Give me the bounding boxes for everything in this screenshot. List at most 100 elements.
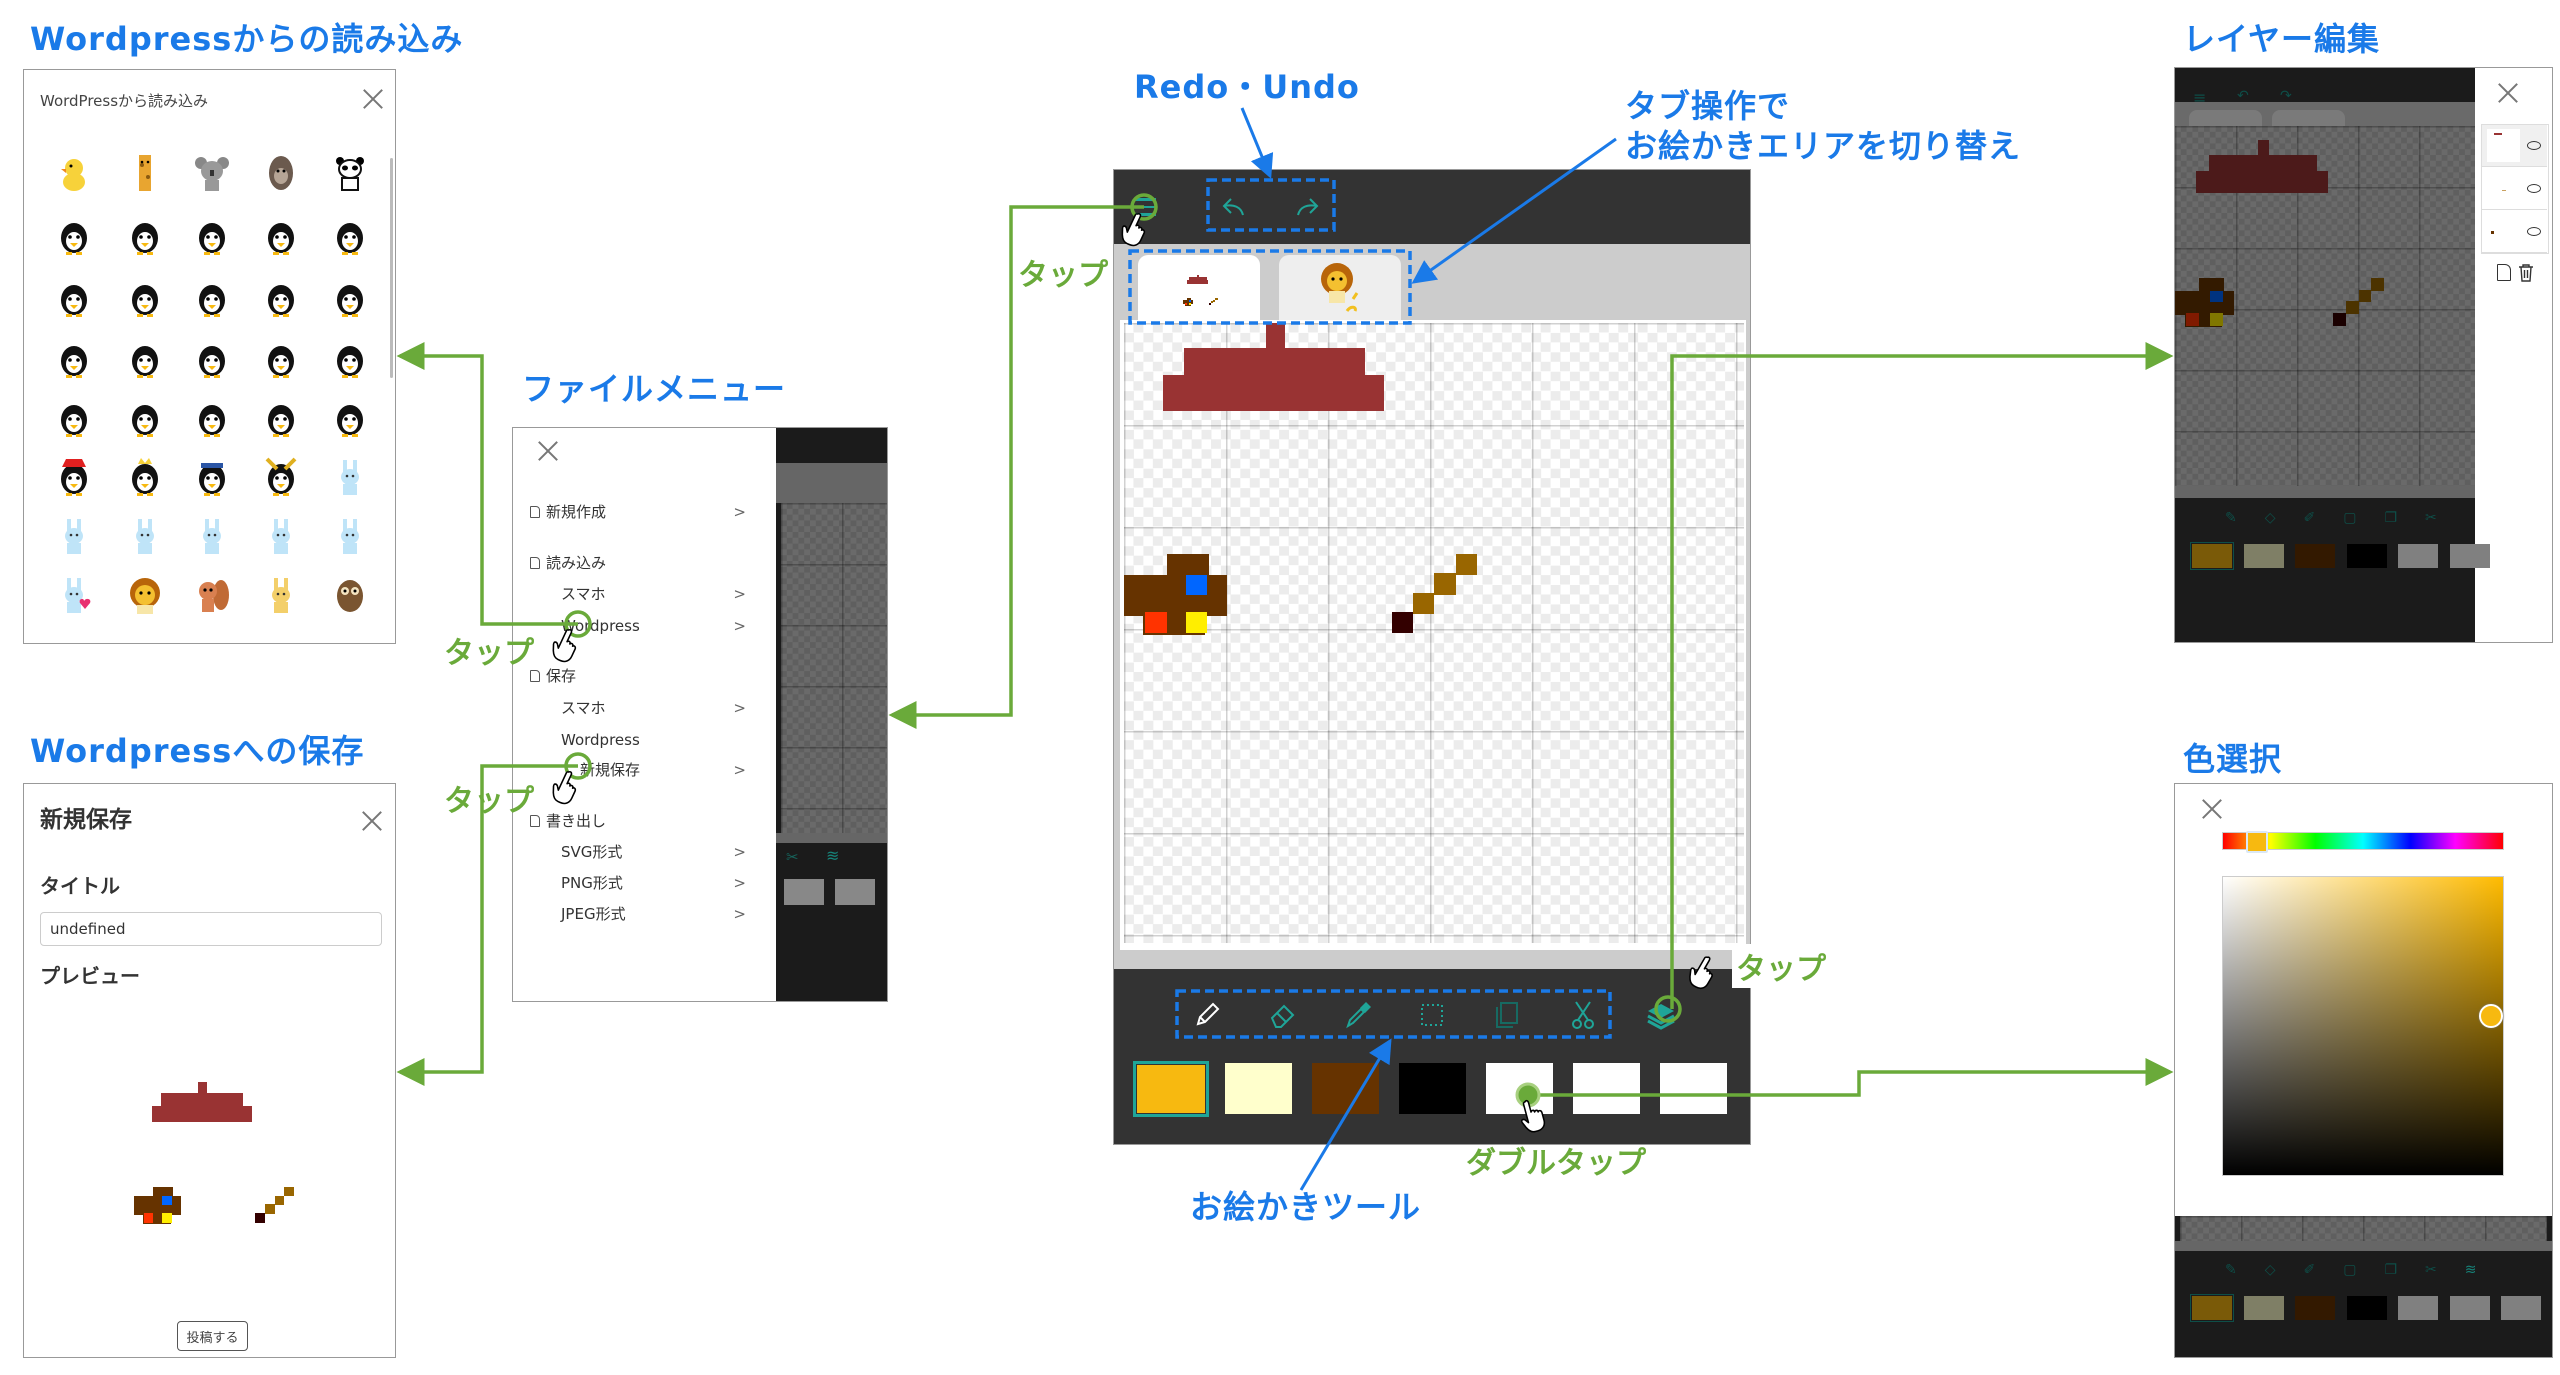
- file-menu-item[interactable]: 新規保存>: [513, 759, 776, 781]
- owl-icon[interactable]: [330, 575, 370, 615]
- penguin-icon[interactable]: [192, 398, 232, 438]
- penguin-icon[interactable]: [261, 216, 301, 256]
- eyedropper-tool[interactable]: [1341, 998, 1375, 1032]
- color-swatch[interactable]: [1312, 1063, 1379, 1114]
- hue-slider-thumb[interactable]: [2246, 831, 2269, 853]
- title-input[interactable]: [40, 912, 382, 946]
- penguin-icon[interactable]: [330, 339, 370, 379]
- eye-icon[interactable]: [2527, 141, 2541, 150]
- penguin-icon[interactable]: [54, 278, 94, 318]
- scrollbar[interactable]: [390, 158, 393, 378]
- penguin-red-hat-icon[interactable]: [54, 457, 94, 497]
- penguin-icon[interactable]: [125, 278, 165, 318]
- penguin-icon[interactable]: [125, 216, 165, 256]
- penguin-icon[interactable]: [54, 398, 94, 438]
- penguin-crown-icon[interactable]: [125, 457, 165, 497]
- eye-icon[interactable]: [2527, 227, 2541, 236]
- submit-button[interactable]: 投稿する: [177, 1321, 248, 1351]
- color-swatch[interactable]: [1225, 1063, 1292, 1114]
- penguin-samurai-icon[interactable]: [261, 457, 301, 497]
- file-menu-item[interactable]: スマホ>: [513, 583, 776, 605]
- pencil-tool[interactable]: [1190, 998, 1224, 1032]
- color-swatch[interactable]: [1573, 1063, 1640, 1114]
- lion-icon[interactable]: [125, 575, 165, 615]
- cut-tool[interactable]: [1566, 998, 1600, 1032]
- gorilla-icon[interactable]: [261, 153, 301, 193]
- tab-drawing-2[interactable]: [1279, 255, 1401, 323]
- rabbit-heart-icon[interactable]: [54, 575, 94, 615]
- dimmed-swatch: [2398, 1296, 2438, 1320]
- rabbit-icon[interactable]: [192, 516, 232, 556]
- menu-icon[interactable]: [1134, 198, 1156, 216]
- rabbit-icon[interactable]: [261, 516, 301, 556]
- rabbit-icon[interactable]: [125, 516, 165, 556]
- file-menu-item[interactable]: SVG形式>: [513, 841, 776, 863]
- close-icon[interactable]: [537, 440, 559, 462]
- file-import-icon: [530, 557, 540, 569]
- redo-button[interactable]: [1294, 194, 1320, 220]
- rabbit-icon[interactable]: [54, 516, 94, 556]
- color-swatch[interactable]: [1399, 1063, 1466, 1114]
- close-icon[interactable]: [362, 88, 384, 110]
- color-picker-thumb[interactable]: [2478, 1004, 2503, 1028]
- trash-icon[interactable]: [2518, 263, 2534, 282]
- penguin-icon[interactable]: [125, 339, 165, 379]
- rabbit-icon[interactable]: [330, 516, 370, 556]
- layers-button[interactable]: [1644, 998, 1678, 1032]
- panda-icon[interactable]: [330, 153, 370, 193]
- rabbit-yellow-icon[interactable]: [261, 575, 301, 615]
- color-swatch[interactable]: [1660, 1063, 1727, 1114]
- penguin-sailor-icon[interactable]: [192, 457, 232, 497]
- file-menu-item[interactable]: JPEG形式>: [513, 903, 776, 925]
- close-icon[interactable]: [2201, 798, 2223, 820]
- eye-icon[interactable]: [2527, 184, 2541, 193]
- art-pixel: [1145, 612, 1167, 634]
- layers-icon: ≋: [826, 846, 840, 865]
- art-pixel: [1391, 612, 1414, 634]
- giraffe-icon[interactable]: [125, 153, 165, 193]
- file-menu-item[interactable]: Wordpress>: [513, 615, 776, 637]
- color-swatch[interactable]: [1133, 1061, 1209, 1117]
- add-layer-icon[interactable]: [2497, 264, 2511, 281]
- duck-icon[interactable]: [54, 153, 94, 193]
- file-menu-item[interactable]: Wordpress: [513, 729, 776, 751]
- penguin-icon[interactable]: [330, 278, 370, 318]
- saturation-value-picker[interactable]: [2222, 876, 2504, 1176]
- file-menu-item[interactable]: スマホ>: [513, 697, 776, 719]
- penguin-icon[interactable]: [125, 398, 165, 438]
- file-menu-item[interactable]: 新規作成>: [513, 501, 776, 523]
- hue-slider[interactable]: [2222, 831, 2504, 853]
- color-swatch[interactable]: [1486, 1063, 1553, 1114]
- penguin-icon[interactable]: [261, 278, 301, 318]
- close-icon[interactable]: [361, 810, 383, 832]
- penguin-icon[interactable]: [261, 339, 301, 379]
- squirrel-icon[interactable]: [192, 575, 232, 615]
- penguin-icon[interactable]: [261, 398, 301, 438]
- penguin-icon[interactable]: [54, 339, 94, 379]
- penguin-icon[interactable]: [330, 398, 370, 438]
- rabbit-icon[interactable]: [330, 457, 370, 497]
- close-icon[interactable]: [2497, 82, 2519, 104]
- koala-icon[interactable]: [192, 153, 232, 193]
- drawing-canvas[interactable]: [1124, 323, 1744, 943]
- file-menu-item-label: 新規作成: [546, 503, 607, 521]
- file-menu-item-label: 新規保存: [580, 761, 641, 779]
- undo-button[interactable]: [1221, 194, 1247, 220]
- penguin-icon[interactable]: [54, 216, 94, 256]
- penguin-icon[interactable]: [192, 339, 232, 379]
- art-pixel: [284, 1186, 295, 1197]
- file-menu-item[interactable]: PNG形式>: [513, 872, 776, 894]
- copy-tool[interactable]: [1490, 998, 1524, 1032]
- penguin-icon[interactable]: [330, 216, 370, 256]
- penguin-icon[interactable]: [192, 216, 232, 256]
- penguin-icon[interactable]: [192, 278, 232, 318]
- art-pixel: [143, 1213, 154, 1223]
- layer-row[interactable]: [2482, 125, 2547, 167]
- select-tool[interactable]: [1415, 998, 1449, 1032]
- layer-row[interactable]: [2482, 168, 2547, 210]
- eraser-tool[interactable]: [1266, 998, 1300, 1032]
- redo-icon: [1297, 198, 1319, 216]
- tab-drawing-1[interactable]: [1138, 255, 1260, 323]
- art-pixel: [1162, 375, 1384, 412]
- art-pixel: [2210, 312, 2223, 326]
